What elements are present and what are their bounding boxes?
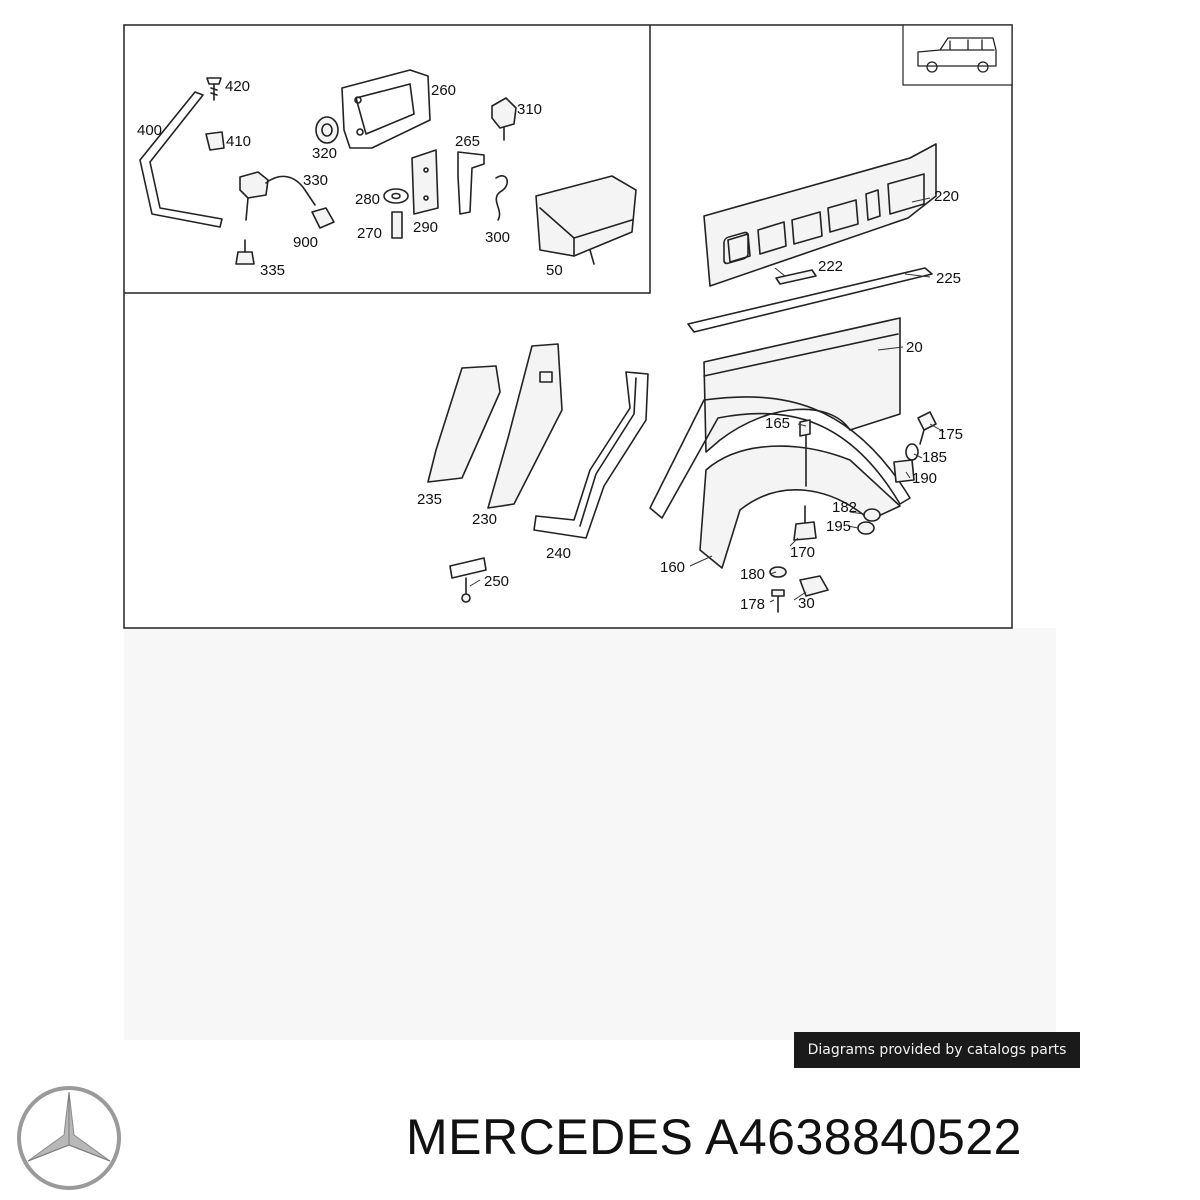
part-175-bolt [917, 411, 937, 445]
label-175: 175 [938, 426, 963, 443]
part-240-rail [533, 371, 649, 539]
part-labels: 420 400 410 330 900 335 260 320 310 265 … [137, 78, 963, 613]
label-335: 335 [260, 262, 285, 279]
part-190-bushing [893, 459, 915, 483]
label-250: 250 [484, 573, 509, 590]
label-330: 330 [303, 172, 328, 189]
label-230: 230 [472, 511, 497, 528]
label-400: 400 [137, 122, 162, 139]
part-290-hinge-plate [411, 149, 439, 215]
vehicle-icon [917, 37, 997, 73]
part-330-sensor [239, 171, 316, 221]
part-178-bolt [771, 589, 785, 613]
label-310: 310 [517, 101, 542, 118]
label-20: 20 [906, 339, 923, 356]
label-320: 320 [312, 145, 337, 162]
part-250-pin [449, 557, 487, 603]
label-280: 280 [355, 191, 380, 208]
label-170: 170 [790, 544, 815, 561]
part-420-screw [206, 77, 222, 101]
part-235-pillar [427, 365, 501, 483]
part-280-washer [383, 188, 409, 204]
label-222: 222 [818, 258, 843, 275]
label-240: 240 [546, 545, 571, 562]
label-410: 410 [226, 133, 251, 150]
part-310-actuator [491, 97, 517, 141]
part-20-side-panel [703, 317, 901, 453]
label-290: 290 [413, 219, 438, 236]
diagram-background [124, 628, 1056, 1040]
label-235: 235 [417, 491, 442, 508]
part-265-bracket [457, 151, 485, 215]
label-30: 30 [798, 595, 815, 612]
label-178: 178 [740, 596, 765, 613]
label-265: 265 [455, 133, 480, 150]
part-900-connector [311, 207, 335, 229]
part-410-clip [205, 131, 225, 151]
part-320-grommet [315, 116, 339, 144]
label-185: 185 [922, 449, 947, 466]
inset-frame [124, 25, 651, 294]
part-220-rear-panel [703, 143, 937, 287]
label-195: 195 [826, 518, 851, 535]
label-190: 190 [912, 470, 937, 487]
leader-lines [469, 197, 945, 603]
label-165: 165 [765, 415, 790, 432]
part-195-nut [857, 521, 875, 535]
mercedes-star-icon [17, 1086, 121, 1190]
label-220: 220 [934, 188, 959, 205]
part-270-pin [391, 211, 403, 239]
label-160: 160 [660, 559, 685, 576]
part-30-plate [799, 575, 829, 597]
part-260-housing [341, 69, 431, 149]
label-270: 270 [357, 225, 382, 242]
part-335-nut [235, 239, 255, 265]
part-180-washer [769, 566, 787, 578]
diagram-credit-badge: Diagrams provided by catalogs parts [794, 1032, 1080, 1068]
parts-diagram: 420 400 410 330 900 335 260 320 310 265 … [123, 24, 1056, 1040]
part-182-nut [863, 508, 881, 522]
part-50-filler-box [535, 175, 637, 265]
part-170-fastener [793, 505, 817, 541]
label-300: 300 [485, 229, 510, 246]
part-222-strip [775, 269, 817, 285]
label-50: 50 [546, 262, 563, 279]
part-400-strap [139, 91, 223, 228]
brand-title: MERCEDES A4638840522 [406, 1109, 1022, 1165]
part-165-stud [799, 419, 811, 487]
label-900: 900 [293, 234, 318, 251]
part-300-spring [495, 175, 508, 221]
label-182: 182 [832, 499, 857, 516]
label-420: 420 [225, 78, 250, 95]
label-225: 225 [936, 270, 961, 287]
vehicle-thumbnail-box [902, 24, 1013, 86]
part-230-pillar [487, 343, 563, 509]
label-260: 260 [431, 82, 456, 99]
label-180: 180 [740, 566, 765, 583]
part-225-sill [687, 267, 933, 333]
